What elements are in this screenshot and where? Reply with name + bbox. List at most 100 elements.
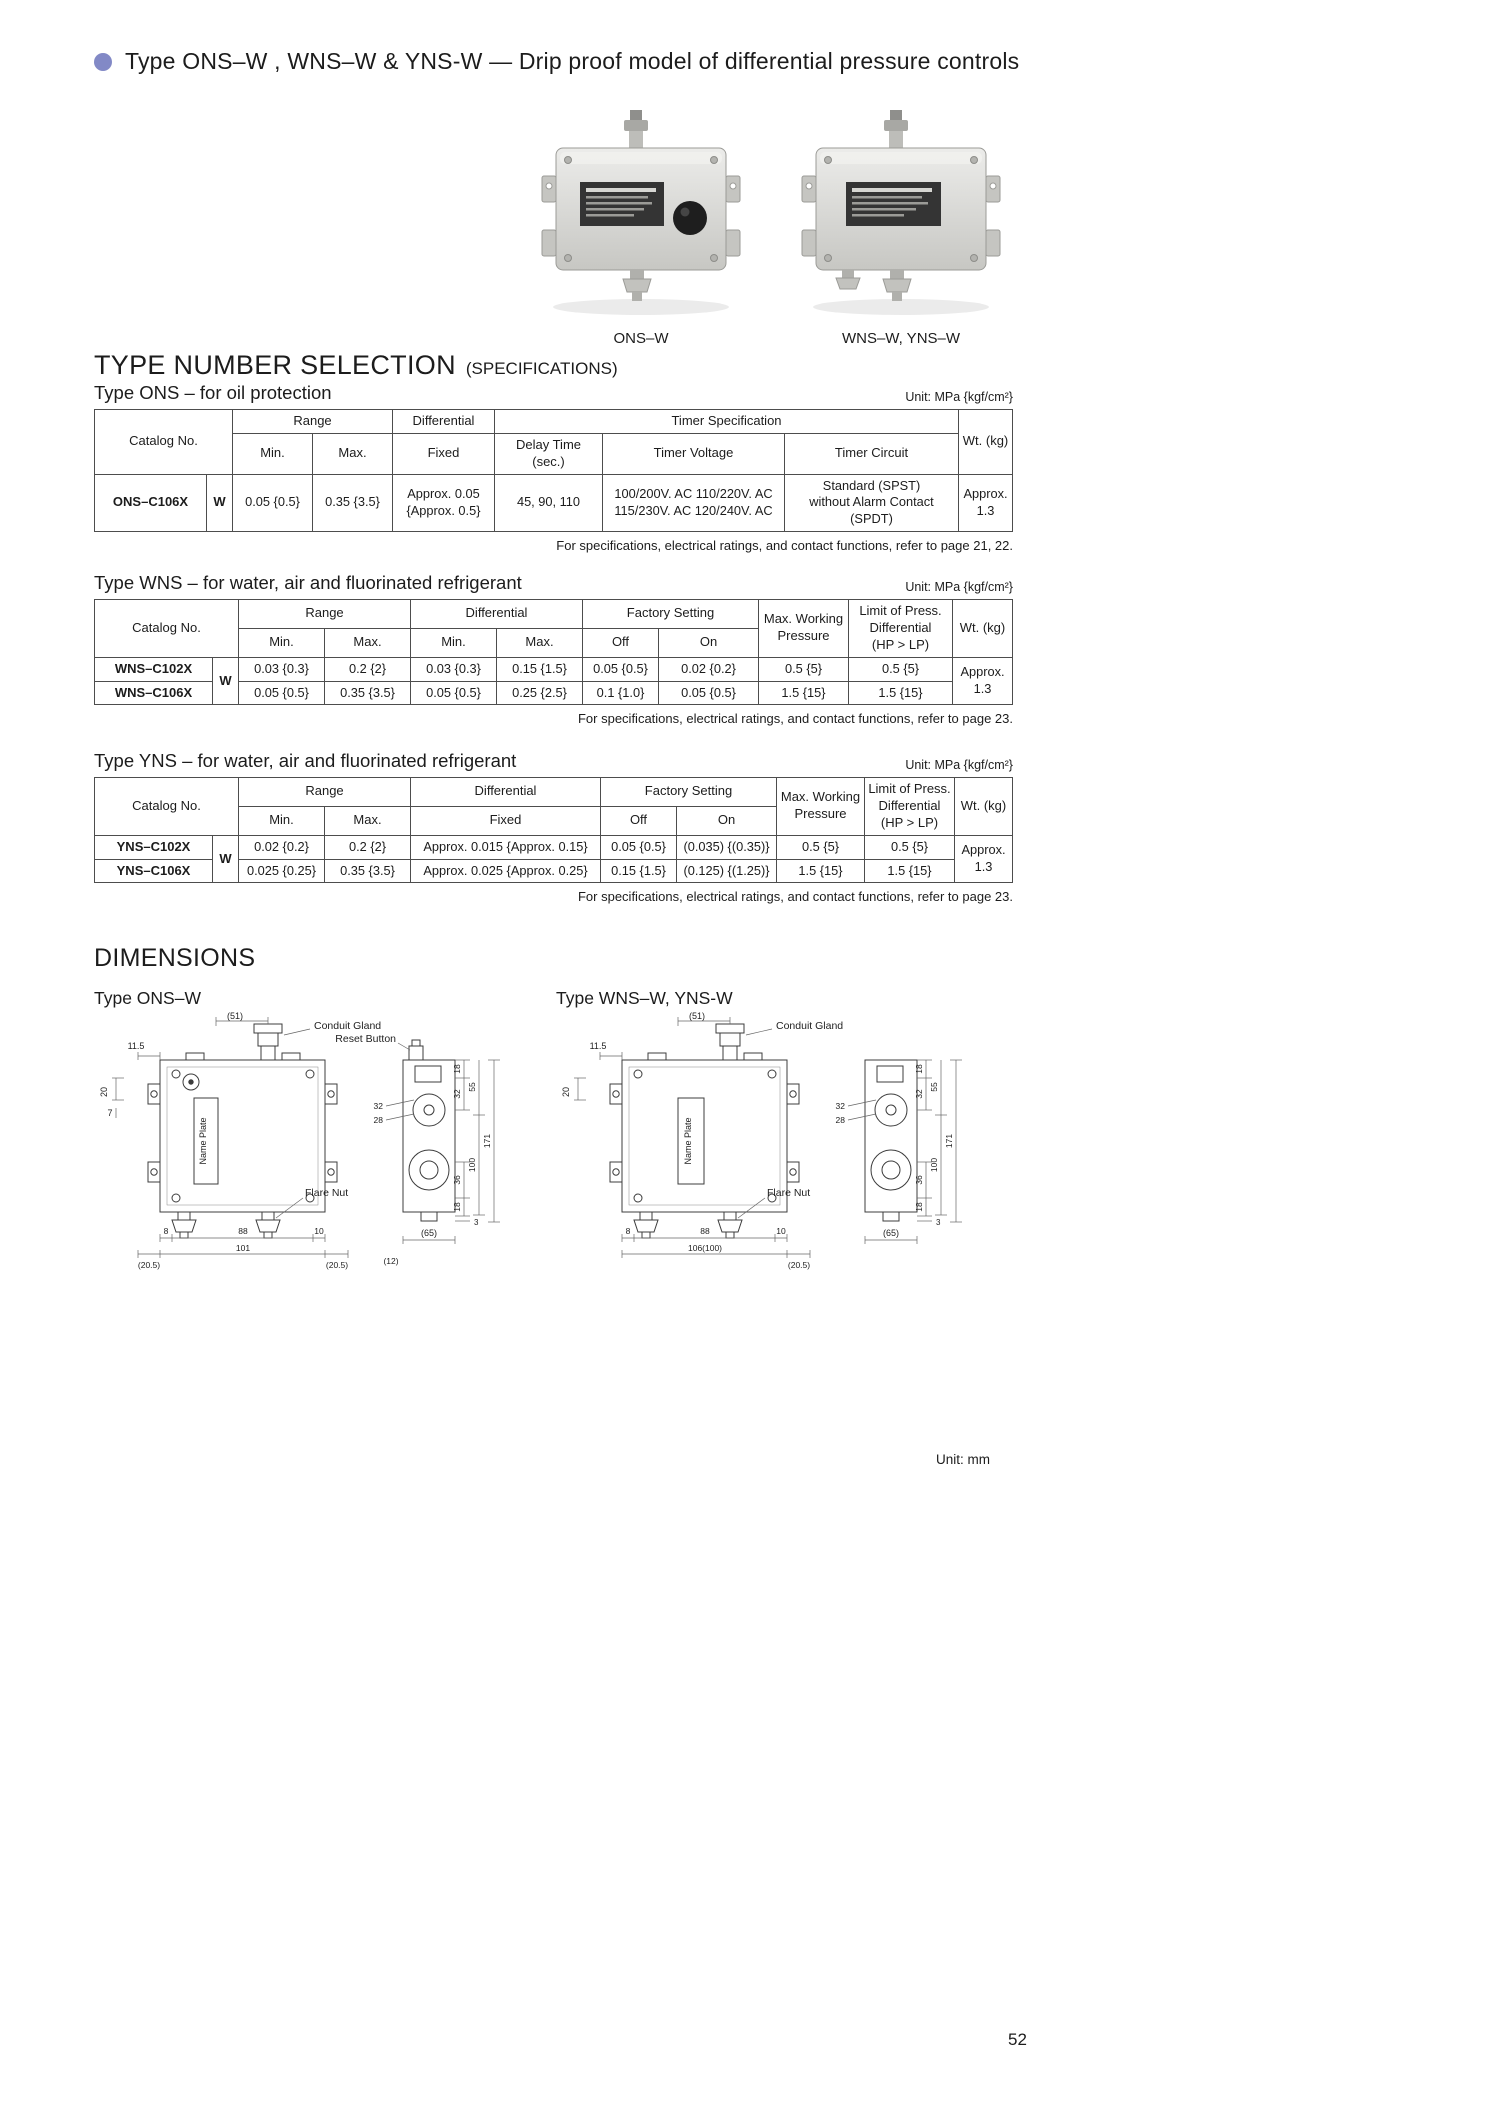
table-title-yns: Type YNS – for water, air and fluorinate… <box>94 750 517 771</box>
dim-88: 88 <box>238 1226 248 1236</box>
ons-dimension-lines <box>112 1017 500 1258</box>
col-header-timer-spec: Timer Specification <box>493 409 960 434</box>
col-header-catalog: Catalog No. <box>94 777 239 836</box>
cell-fixed: Approx. 0.05 {Approx. 0.5} <box>392 473 495 532</box>
col-header-wt: Wt. (kg) <box>958 409 1014 475</box>
dimension-title-wns: Type WNS–W, YNS-W <box>556 988 733 1008</box>
dim-flare-nut-label: Flare Nut <box>305 1187 348 1199</box>
col-header-wt: Wt. (kg) <box>952 599 1013 658</box>
reset-knob <box>673 201 707 235</box>
cell-max: 0.35 {3.5} <box>324 858 411 884</box>
col-header-range-max: Max. <box>324 627 411 658</box>
cell-on: 0.05 {0.5} <box>658 680 759 706</box>
cell-limit: 0.5 {5} <box>848 656 953 682</box>
dim-3: 3 <box>474 1218 479 1227</box>
cell-range-max: 0.35 {3.5} <box>324 680 411 706</box>
cell-voltage: 100/200V. AC 110/220V. AC 115/230V. AC 1… <box>602 473 785 532</box>
table-block-ons: Type ONS – for oil protection Unit: MPa … <box>94 382 1014 553</box>
dim-65: (65) <box>883 1228 899 1238</box>
dim-55: 55 <box>467 1082 477 1092</box>
col-header-on: On <box>658 627 759 658</box>
wns-side-view <box>864 1059 918 1222</box>
yns-spec-table: Catalog No. Range Differential Factory S… <box>94 777 1013 884</box>
corner-screws <box>824 156 978 262</box>
table-block-yns: Type YNS – for water, air and fluorinate… <box>94 750 1013 904</box>
dim-28: 28 <box>836 1115 846 1125</box>
dim-100: 100 <box>467 1158 477 1172</box>
dimension-title-ons: Type ONS–W <box>94 988 201 1008</box>
col-header-catalog: Catalog No. <box>94 599 239 658</box>
table-row: WNS–C106X 0.05 {0.5} 0.35 {3.5} 0.05 {0.… <box>94 680 1013 706</box>
ons-front-view <box>147 1023 338 1239</box>
page-header: Type ONS–W , WNS–W & YNS-W — Drip proof … <box>94 48 1019 75</box>
dim-88: 88 <box>700 1226 710 1236</box>
table-row: WNS–C102X W 0.03 {0.3} 0.2 {2} 0.03 {0.3… <box>94 656 1013 706</box>
dim-32-mid: 32 <box>836 1101 846 1111</box>
unit-mm-label: Unit: mm <box>936 1452 990 1467</box>
col-header-fixed: Fixed <box>410 805 601 836</box>
cell-max: 0.2 {2} <box>324 834 411 860</box>
cell-diff-max: 0.25 {2.5} <box>496 680 583 706</box>
dim-reset-button-label: Reset Button <box>335 1033 396 1045</box>
product-photo-wns <box>786 102 1016 327</box>
dim-18-bottom: 18 <box>452 1202 462 1212</box>
section-heading-main: TYPE NUMBER SELECTION <box>94 350 456 380</box>
wns-spec-table: Catalog No. Range Differential Factory S… <box>94 599 1013 706</box>
col-header-diff-max: Max. <box>496 627 583 658</box>
dim-name-plate-label: Name Plate <box>683 1117 693 1164</box>
col-header-wt: Wt. (kg) <box>954 777 1013 836</box>
dim-11-5: 11.5 <box>590 1041 607 1051</box>
cell-off: 0.05 {0.5} <box>582 656 659 682</box>
dim-32-top: 32 <box>914 1089 924 1099</box>
dim-18-top: 18 <box>914 1064 924 1074</box>
cell-model: WNS–C106X <box>94 680 213 706</box>
col-header-off: Off <box>582 627 659 658</box>
mounting-brackets <box>541 175 741 257</box>
col-header-factory: Factory Setting <box>600 777 777 807</box>
cell-min: 0.05 {0.5} <box>232 473 313 532</box>
dim-conduit-gland-label: Conduit Gland <box>314 1020 381 1032</box>
col-header-circuit: Timer Circuit <box>783 432 960 475</box>
dim-100: 100 <box>929 1158 939 1172</box>
cell-range-max: 0.2 {2} <box>324 656 411 682</box>
cell-diff-min: 0.05 {0.5} <box>410 680 497 706</box>
col-header-on: On <box>676 805 777 836</box>
cell-diff-max: 0.15 {1.5} <box>496 656 583 682</box>
ons-side-view <box>402 1039 456 1222</box>
col-header-max: Max. <box>324 805 411 836</box>
dim-conduit-gland-label: Conduit Gland <box>776 1020 843 1032</box>
table-note-wns: For specifications, electrical ratings, … <box>577 711 1013 727</box>
cell-w-suffix: W <box>212 656 239 706</box>
table-note-ons: For specifications, electrical ratings, … <box>556 537 1013 553</box>
cell-mwp: 1.5 {15} <box>758 680 849 706</box>
table-unit-yns: Unit: MPa {kgf/cm²} <box>905 758 1013 772</box>
cell-fixed: Approx. 0.015 {Approx. 0.15} <box>410 834 601 860</box>
cell-off: 0.15 {1.5} <box>600 858 677 884</box>
page-number: 52 <box>1008 2030 1027 2049</box>
cell-max: 0.35 {3.5} <box>312 473 393 532</box>
dimension-drawing-ons: (51) Conduit Gland Reset Button 11.5 20 … <box>99 1012 500 1270</box>
dim-3: 3 <box>936 1218 941 1227</box>
table-row: ONS–C106X W 0.05 {0.5} 0.35 {3.5} Approx… <box>94 473 1014 532</box>
cell-limit: 1.5 {15} <box>864 858 955 884</box>
col-header-range: Range <box>238 777 411 807</box>
dim-32-mid: 32 <box>374 1101 384 1111</box>
dim-10: 10 <box>776 1226 786 1236</box>
dim-20: 20 <box>561 1087 571 1097</box>
col-header-factory: Factory Setting <box>582 599 759 629</box>
col-header-limit: Limit of Press. Differential (HP > LP) <box>864 777 955 836</box>
cell-mwp: 1.5 {15} <box>776 858 865 884</box>
dim-171: 171 <box>482 1134 492 1148</box>
wns-dimension-lines <box>574 1017 962 1258</box>
col-header-range: Range <box>238 599 411 629</box>
cell-min: 0.025 {0.25} <box>238 858 325 884</box>
dim-7: 7 <box>107 1108 112 1118</box>
dim-171: 171 <box>944 1134 954 1148</box>
dimensions-heading: DIMENSIONS <box>94 944 256 972</box>
conduit-fitting-top <box>624 110 648 149</box>
dim-20: 20 <box>99 1087 109 1097</box>
cell-limit: 0.5 {5} <box>864 834 955 860</box>
cell-mwp: 0.5 {5} <box>776 834 865 860</box>
cell-off: 0.1 {1.0} <box>582 680 659 706</box>
device-illustration-wns <box>801 110 1001 315</box>
